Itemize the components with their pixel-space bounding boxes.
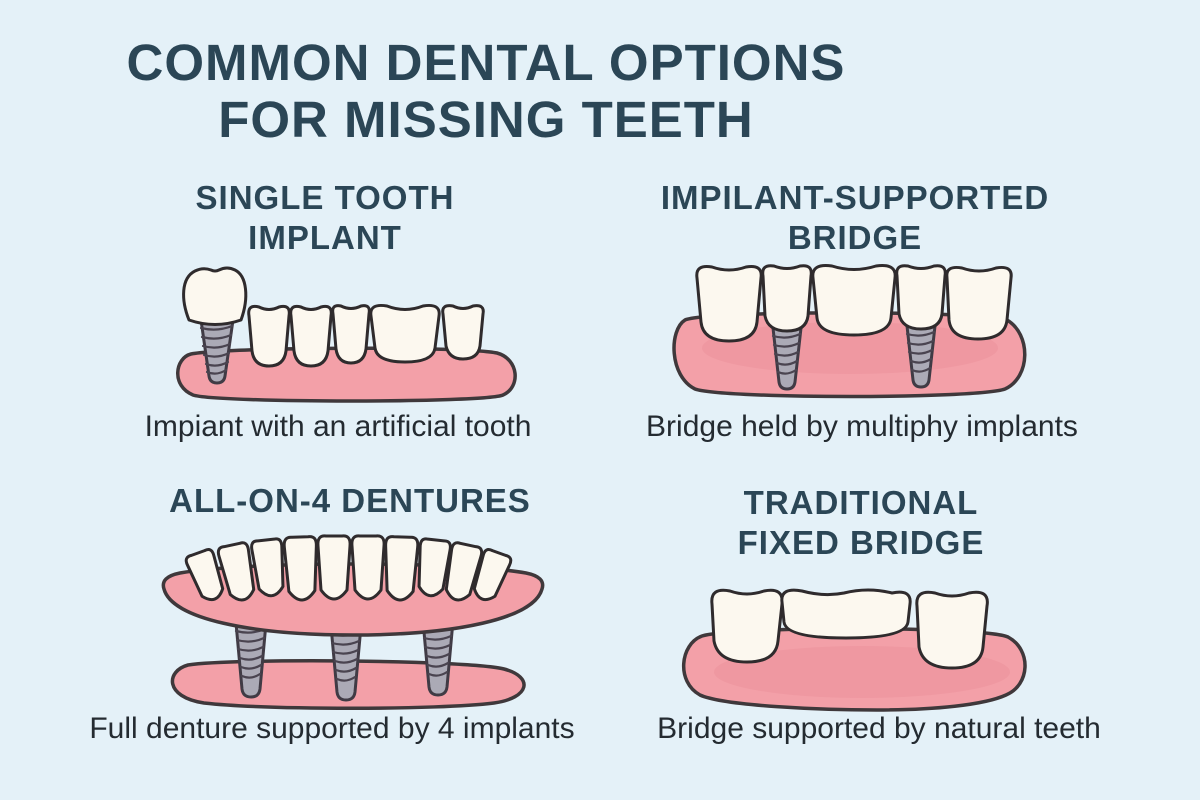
heading-line: IMPLANT <box>248 219 402 256</box>
bridge-teeth <box>710 588 989 670</box>
implant-screw <box>771 326 803 391</box>
heading-single-tooth-implant: SINGLE TOOTH IMPLANT <box>75 178 575 258</box>
caption-single-tooth-implant: Impiant with an artificial tooth <box>144 410 532 443</box>
all-on-4-dentures-illustration <box>161 534 545 710</box>
heading-line: BRIDGE <box>787 219 923 256</box>
heading-implant-supported-bridge: IMPILANT-SUPPORTED BRIDGE <box>595 178 1115 258</box>
implant-crown <box>182 266 248 326</box>
denture-teeth-arch <box>184 534 513 602</box>
page-title-line2: FOR MISSING TEETH <box>218 91 754 148</box>
natural-teeth-row <box>247 304 485 368</box>
caption-implant-supported-bridge: Bridge held by multiphy implants <box>646 410 1078 443</box>
implant-screw <box>421 619 455 697</box>
heading-line: ALL-ON-4 DENTURES <box>169 482 531 519</box>
heading-line: IMPILANT-SUPPORTED <box>660 179 1050 216</box>
heading-traditional-fixed-bridge: TRADITIONAL FIXED BRIDGE <box>611 483 1111 563</box>
page-title: COMMON DENTAL OPTIONS FOR MISSING TEETH <box>16 34 956 148</box>
implant-screw <box>905 324 937 389</box>
bridge-teeth-row <box>695 264 1013 343</box>
single-tooth-implant-illustration <box>176 266 517 403</box>
caption-all-on-4-dentures: Full denture supported by 4 implants <box>89 712 575 745</box>
anchor-tooth <box>915 590 989 670</box>
implant-screw <box>234 621 268 699</box>
bridge-span <box>780 588 912 640</box>
anchor-tooth <box>710 588 784 664</box>
heading-line: TRADITIONAL <box>743 484 979 521</box>
heading-line: SINGLE TOOTH <box>195 179 455 216</box>
heading-line: FIXED BRIDGE <box>737 524 985 561</box>
traditional-fixed-bridge-illustration <box>682 588 1027 712</box>
caption-traditional-fixed-bridge: Bridge supported by natural teeth <box>657 712 1101 745</box>
implant-screw <box>199 318 235 385</box>
heading-all-on-4-dentures: ALL-ON-4 DENTURES <box>100 481 600 521</box>
implant-screw <box>329 624 363 702</box>
page-title-line1: COMMON DENTAL OPTIONS <box>126 34 846 91</box>
implant-supported-bridge-illustration <box>672 264 1027 399</box>
